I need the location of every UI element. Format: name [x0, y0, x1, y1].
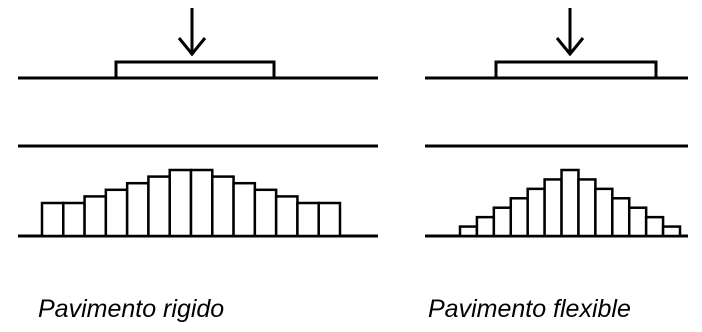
caption-rigid-pavement: Pavimento rigido: [38, 295, 225, 323]
rigid-pavement-panel: [18, 8, 378, 238]
pressure-bar: [560, 168, 580, 238]
pressure-bar: [253, 188, 278, 238]
pressure-bar: [274, 195, 299, 238]
load-arrow-icon: [555, 37, 585, 57]
pressure-bar: [661, 225, 682, 238]
pressure-bar: [492, 206, 513, 238]
pressure-bar: [296, 201, 320, 238]
pressure-bar: [611, 197, 631, 238]
pressure-bar: [147, 175, 171, 238]
pressure-bar: [644, 215, 665, 238]
pressure-bar: [83, 195, 108, 238]
pressure-bar: [509, 197, 529, 238]
pressure-bar: [40, 201, 65, 238]
pressure-bar: [125, 181, 150, 238]
pressure-bar: [62, 201, 86, 238]
pressure-bar: [475, 215, 496, 238]
load-plate: [114, 60, 276, 80]
pressure-bar: [543, 178, 563, 238]
pressure-bar: [168, 168, 193, 238]
pressure-bar: [104, 188, 129, 238]
load-plate: [494, 60, 658, 80]
pressure-bar: [232, 181, 257, 238]
flexible-pavement-panel: [425, 8, 688, 238]
pressure-bar: [211, 175, 235, 238]
caption-flexible-pavement: Pavimento flexible: [428, 295, 631, 323]
pressure-bar: [594, 187, 614, 238]
pressure-bar: [317, 201, 342, 238]
pressure-bar: [189, 168, 214, 238]
pressure-bar: [577, 178, 597, 238]
pressure-bar: [627, 206, 648, 238]
pressure-bar: [458, 225, 479, 238]
pressure-bar: [526, 187, 546, 238]
load-arrow-icon: [177, 37, 207, 57]
